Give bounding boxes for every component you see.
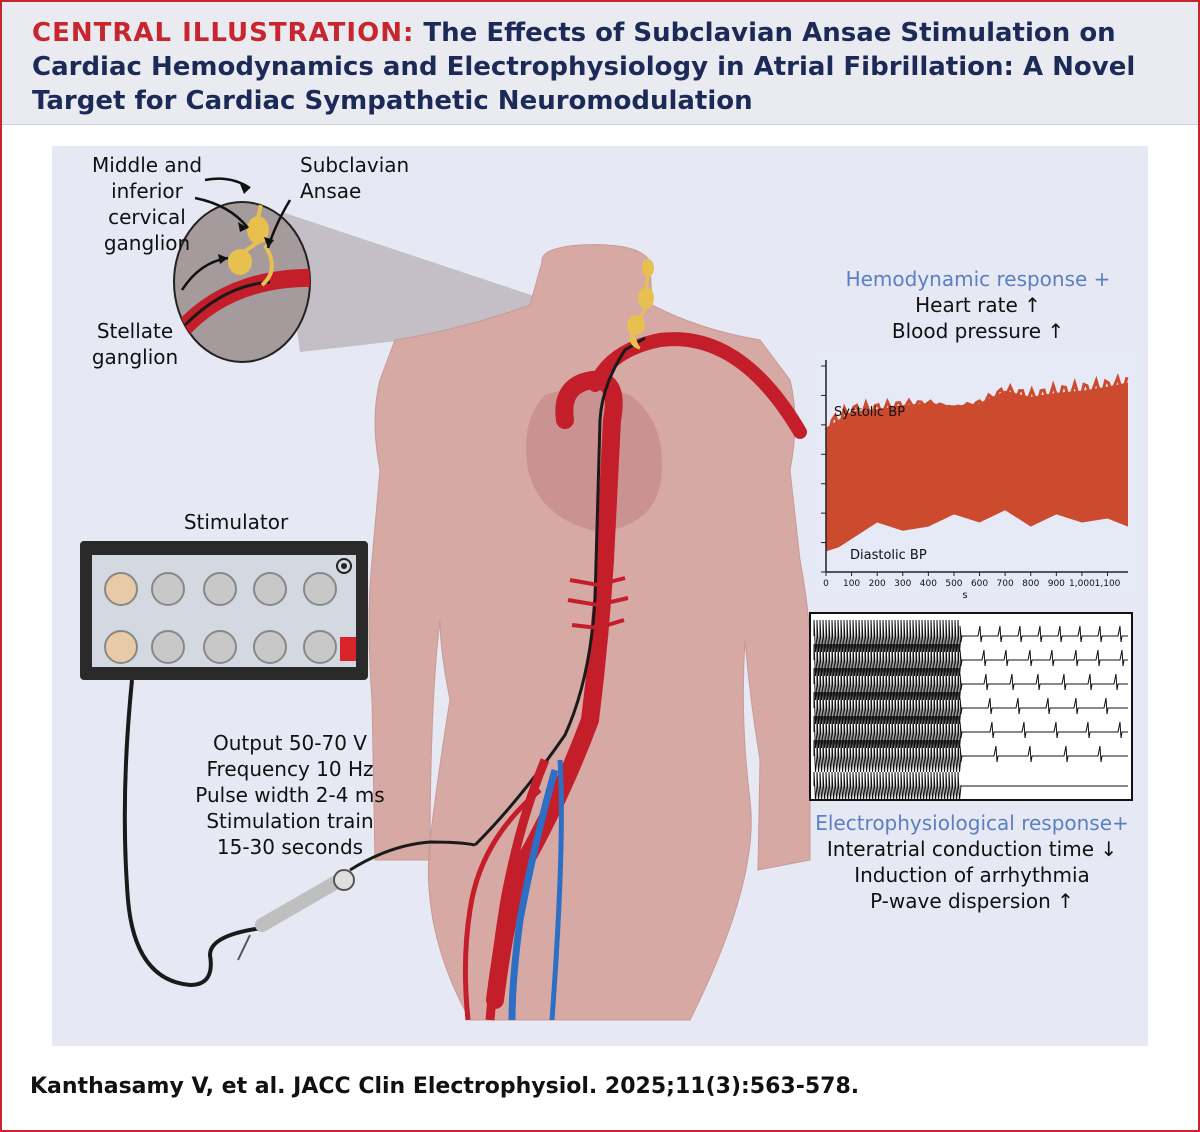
ablation-probe xyxy=(237,869,355,961)
ecg-trace xyxy=(813,667,1128,701)
citation: Kanthasamy V, et al. JACC Clin Electroph… xyxy=(30,1074,860,1099)
bp-annotation-systolic: Systolic BP xyxy=(834,405,905,420)
setting-line: Output 50-70 V xyxy=(213,731,367,755)
bp-x-tick-label: 900 xyxy=(1048,579,1065,589)
label-line: cervical xyxy=(108,205,186,229)
setting-line: Stimulation train xyxy=(206,809,374,833)
header-band: CENTRAL ILLUSTRATION: The Effects of Sub… xyxy=(2,2,1198,125)
label-line: ganglion xyxy=(103,231,191,255)
artery-branch xyxy=(462,788,542,1021)
arrow-heads xyxy=(218,184,274,264)
hemodynamic-block: Hemodynamic response + Heart rate ↑ Bloo… xyxy=(838,266,1118,344)
electro-line: Interatrial conduction time ↓ xyxy=(826,837,1118,861)
title-kicker: CENTRAL ILLUSTRATION: xyxy=(32,18,415,48)
intercostal-branches xyxy=(567,576,629,631)
figure-title: CENTRAL ILLUSTRATION: The Effects of Sub… xyxy=(32,16,1182,118)
label-line: Stellate xyxy=(96,319,174,343)
ecg-trace xyxy=(813,715,1128,749)
bp-x-tick-label: 500 xyxy=(945,579,962,589)
bp-x-tick-label: 1,000 xyxy=(1069,579,1095,589)
label-line: ganglion xyxy=(91,345,179,369)
bp-systolic-texture xyxy=(824,373,1129,439)
electro-line: Induction of arrhythmia xyxy=(854,863,1090,887)
stimulator-device xyxy=(80,541,368,680)
ecg-trace xyxy=(813,739,1128,773)
bp-x-axis-label: s xyxy=(962,590,967,601)
electro-line: P-wave dispersion ↑ xyxy=(870,889,1074,913)
bp-x-tick-label: 700 xyxy=(997,579,1014,589)
label-middle-inferior: Middle and inferior cervical ganglion xyxy=(92,152,202,256)
bp-x-tick-label: 600 xyxy=(971,579,988,589)
hemodynamic-heading: Hemodynamic response + xyxy=(845,267,1111,291)
ecg-trace xyxy=(813,691,1128,725)
catheter-line xyxy=(473,336,646,847)
label-line: Middle and xyxy=(92,153,203,177)
stimulation-settings: Output 50-70 V Frequency 10 Hz Pulse wid… xyxy=(180,730,400,860)
bp-x-tick-label: 300 xyxy=(894,579,911,589)
magnifier-lens xyxy=(173,201,311,363)
label-line: Subclavian xyxy=(300,153,410,177)
bp-x-tick-label: 100 xyxy=(843,579,860,589)
subclavian-artery xyxy=(588,332,807,439)
label-line: inferior xyxy=(111,179,183,203)
ecg-traces xyxy=(813,619,1128,801)
bp-x-tick-label: 0 xyxy=(823,579,829,589)
bp-annotation-diastolic: Diastolic BP xyxy=(850,548,927,563)
hemodynamic-line: Heart rate ↑ xyxy=(915,293,1041,317)
title-text: The Effects of Subclavian Ansae Stimulat… xyxy=(32,18,1136,116)
electro-block: Electrophysiological response+ Interatri… xyxy=(812,810,1132,914)
stimulator-cable xyxy=(122,679,263,988)
body-silhouette xyxy=(368,244,812,1021)
bp-x-tick-label: 1,100 xyxy=(1095,579,1121,589)
bp-x-tick-label: 400 xyxy=(920,579,937,589)
bp-x-tick-label: 800 xyxy=(1022,579,1039,589)
ecg-trace xyxy=(813,771,1128,801)
ecg-trace xyxy=(813,619,1128,653)
setting-line: 15-30 seconds xyxy=(216,835,364,859)
probe-cable xyxy=(349,840,476,872)
bp-area xyxy=(826,382,1128,552)
setting-line: Pulse width 2-4 ms xyxy=(195,783,385,807)
electro-heading: Electrophysiological response+ xyxy=(815,811,1129,835)
neck-ganglia xyxy=(627,259,654,350)
label-stellate: Stellate ganglion xyxy=(90,318,180,370)
setting-line: Frequency 10 Hz xyxy=(206,757,374,781)
bp-x-tick-label: 200 xyxy=(869,579,886,589)
ecg-trace xyxy=(813,643,1128,677)
vein-branch xyxy=(549,759,564,1021)
hemodynamic-line: Blood pressure ↑ xyxy=(891,319,1065,343)
label-line: Ansae xyxy=(300,179,362,203)
label-stimulator: Stimulator xyxy=(183,510,289,534)
femoral-vein-left xyxy=(508,769,559,1021)
label-subclavian: Subclavian Ansae xyxy=(300,152,420,204)
